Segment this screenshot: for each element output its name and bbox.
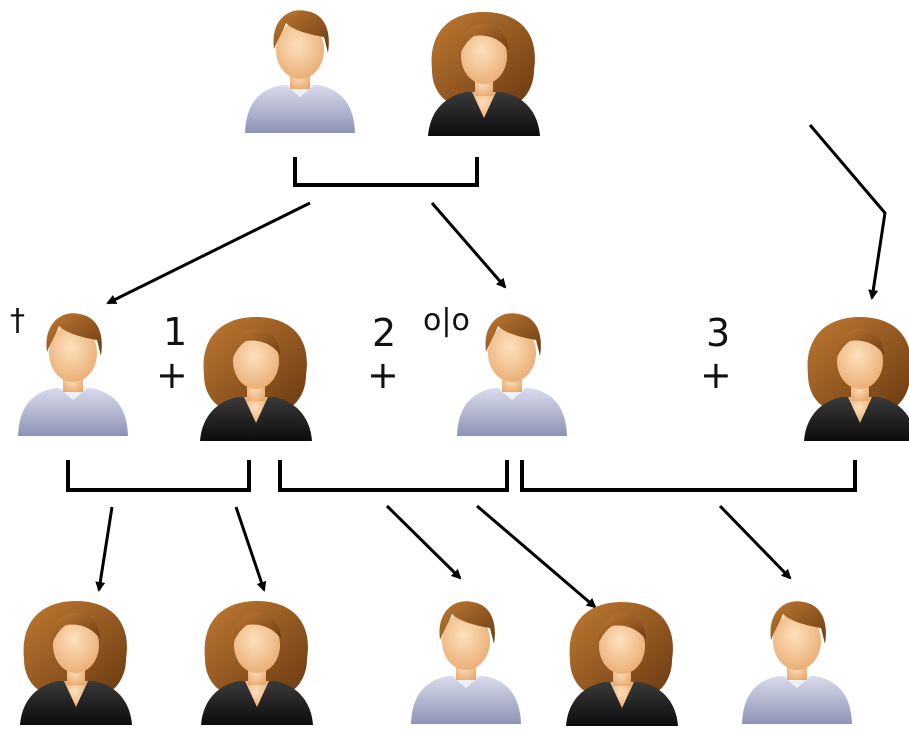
union-1-plus: + bbox=[156, 353, 188, 397]
arrow-to-child-2 bbox=[234, 506, 267, 592]
child-5-male-icon bbox=[742, 601, 852, 724]
divorced-mark: o|o bbox=[423, 303, 470, 338]
wife-female-icon bbox=[200, 317, 312, 441]
grandfather-male-icon bbox=[245, 10, 355, 134]
arrow-to-child-4 bbox=[476, 504, 597, 609]
child-4-female-icon bbox=[566, 602, 678, 726]
arrow-to-son-middle bbox=[430, 202, 507, 289]
union-3-number: 3 bbox=[706, 311, 730, 355]
third-partner-female-icon bbox=[804, 317, 909, 441]
child-3-male-icon bbox=[411, 601, 521, 724]
union-3-bracket bbox=[520, 460, 857, 492]
arrow-to-child-3 bbox=[385, 504, 462, 580]
arrow-to-third-partner bbox=[808, 124, 887, 300]
second-husband-male-icon bbox=[457, 313, 567, 436]
union-3-plus: + bbox=[700, 353, 732, 397]
arrow-to-child-5 bbox=[718, 504, 792, 580]
arrow-to-child-1 bbox=[95, 506, 114, 592]
child-1-female-icon bbox=[20, 601, 132, 725]
deceased-husband-male-icon bbox=[18, 313, 128, 436]
arrow-to-son-left bbox=[106, 201, 311, 305]
union-1-bracket bbox=[66, 460, 251, 492]
union-2-number: 2 bbox=[372, 311, 396, 355]
grandmother-female-icon bbox=[428, 12, 540, 136]
deceased-mark: † bbox=[10, 303, 25, 338]
union-2-plus: + bbox=[367, 353, 399, 397]
parents-union-bracket bbox=[293, 157, 479, 187]
union-1-number: 1 bbox=[163, 310, 187, 354]
union-2-bracket bbox=[278, 460, 509, 492]
child-2-female-icon bbox=[201, 601, 313, 725]
